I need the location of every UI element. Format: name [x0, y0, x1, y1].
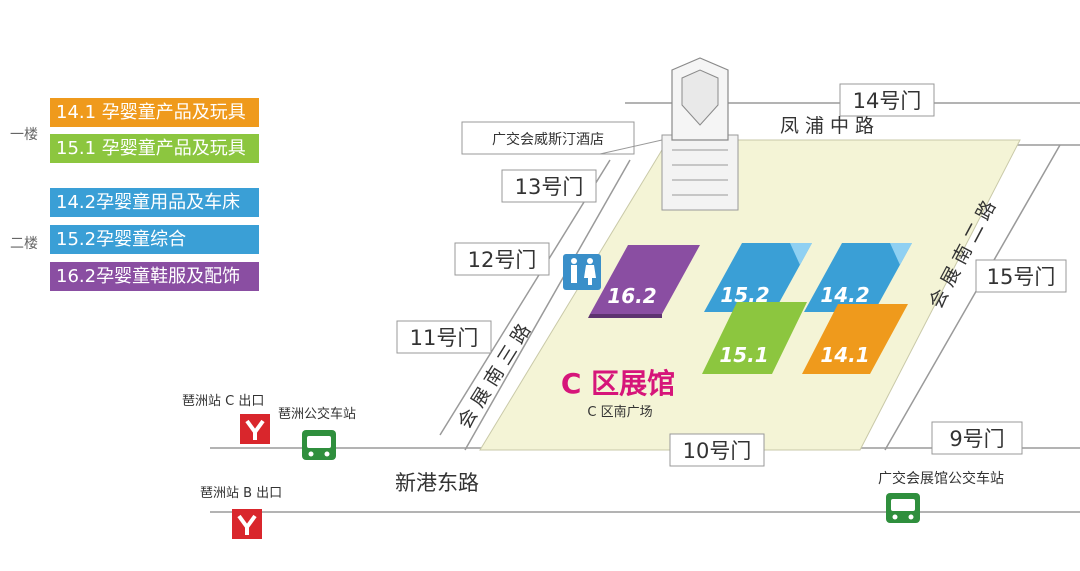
gate-9[interactable]: 9号门 [931, 421, 1023, 455]
legend-item-15-1: 15.1 孕婴童产品及玩具 [50, 134, 259, 163]
road-xingang-label: 新港东路 [395, 471, 479, 495]
hall-16-2-label: 16.2 [607, 284, 656, 308]
legend-item-14-2: 14.2孕婴童用品及车床 [50, 188, 259, 217]
floor-2-label: 二楼 [10, 236, 38, 252]
gate-14-label: 14号门 [853, 89, 922, 113]
hall-14-1[interactable]: 14.1 [802, 304, 908, 374]
gate-10-label: 10号门 [683, 439, 752, 463]
metro-c-exit-label: 琶洲站 C 出口 [182, 394, 264, 409]
gate-13[interactable]: 13号门 [501, 169, 597, 203]
floor-1-label: 一楼 [10, 127, 38, 143]
legend-item-16-2: 16.2孕婴童鞋服及配饰 [50, 262, 259, 291]
hall-14-2-label: 14.2 [820, 283, 869, 307]
gate-12[interactable]: 12号门 [454, 242, 550, 276]
metro-b-exit-label: 琶洲站 B 出口 [200, 486, 282, 501]
bus-pazhou-label: 琶洲公交车站 [278, 406, 356, 422]
gate-11[interactable]: 11号门 [396, 320, 492, 354]
gate-15-label: 15号门 [987, 265, 1056, 289]
area-subtitle: C 区南广场 [587, 404, 652, 420]
hotel-tower-icon [661, 57, 739, 211]
legend-item-14-1: 14.1 孕婴童产品及玩具 [50, 98, 259, 127]
gate-15[interactable]: 15号门 [975, 259, 1067, 293]
hall-15-1-label: 15.1 [719, 343, 768, 367]
gate-11-label: 11号门 [410, 326, 479, 350]
gate-13-label: 13号门 [515, 175, 584, 199]
bus-expo-label: 广交会展馆公交车站 [878, 470, 1004, 487]
hotel-label: 广交会威斯汀酒店 [492, 131, 604, 148]
hall-15-1[interactable]: 15.1 [702, 302, 807, 374]
hotel-label-box [461, 121, 635, 155]
metro-c-exit-icon[interactable] [240, 414, 270, 444]
area-title: C 区展馆 [561, 367, 675, 400]
gate-14[interactable]: 14号门 [839, 83, 935, 117]
hall-16-2[interactable]: 16.2 [588, 245, 700, 318]
restroom-icon [563, 254, 601, 290]
road-fengpu-label: 凤浦中路 [780, 115, 880, 137]
bus-expo-icon[interactable] [886, 493, 920, 523]
bus-pazhou-icon[interactable] [302, 430, 336, 460]
metro-b-exit-icon[interactable] [232, 509, 262, 539]
gate-10[interactable]: 10号门 [669, 433, 765, 467]
legend-item-15-2: 15.2孕婴童综合 [50, 225, 259, 254]
gate-9-label: 9号门 [949, 427, 1004, 451]
hall-14-2[interactable]: 14.2 [804, 243, 912, 312]
gate-12-label: 12号门 [468, 248, 537, 272]
hall-14-1-label: 14.1 [820, 343, 869, 367]
